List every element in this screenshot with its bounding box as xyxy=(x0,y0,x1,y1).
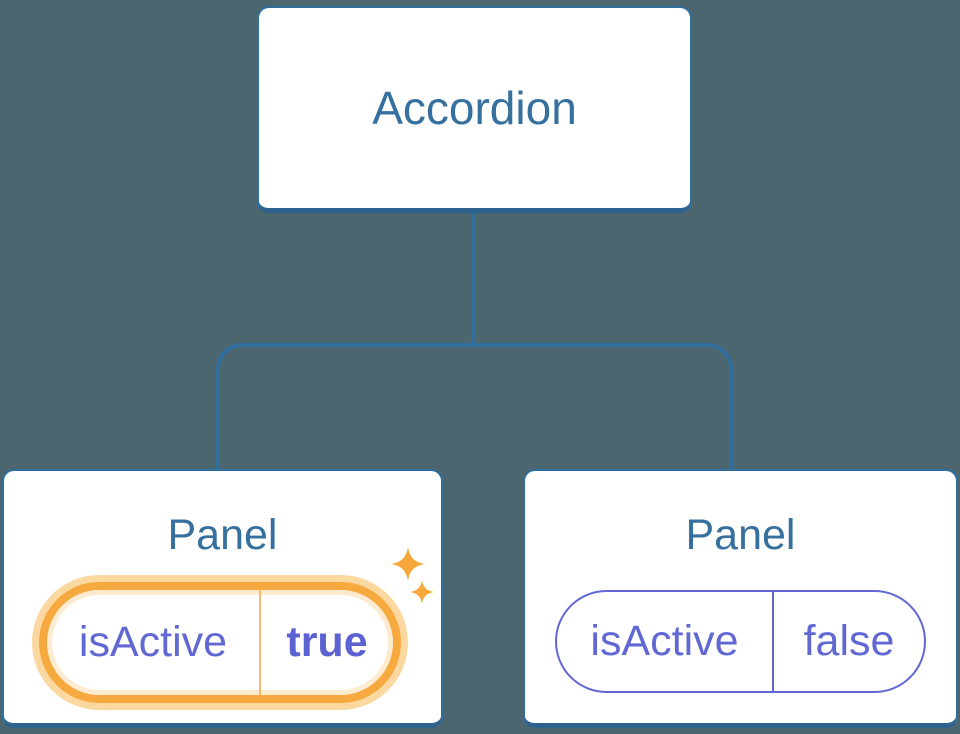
pill-divider xyxy=(772,592,774,691)
accordion-node: Accordion xyxy=(257,6,692,213)
connector-branch-lines xyxy=(216,343,733,471)
accordion-node-label: Accordion xyxy=(372,82,577,134)
state-value-label: false xyxy=(803,617,895,665)
state-key-label: isActive xyxy=(590,617,739,665)
panel-node-inactive: Panel isActive false xyxy=(523,469,958,728)
pill-divider xyxy=(259,590,261,695)
sparkle-small-icon xyxy=(410,580,434,604)
connector-stem-line xyxy=(471,210,475,347)
panel-node-label: Panel xyxy=(685,511,796,559)
state-pill-active: isActive true xyxy=(39,582,401,703)
panel-node-label: Panel xyxy=(167,511,278,559)
state-key-label: isActive xyxy=(78,618,228,666)
state-pill-inactive: isActive false xyxy=(555,590,926,693)
sparkle-large-icon xyxy=(391,547,425,581)
panel-node-active: Panel isActive true xyxy=(2,469,443,728)
state-value-label: true xyxy=(286,618,368,666)
